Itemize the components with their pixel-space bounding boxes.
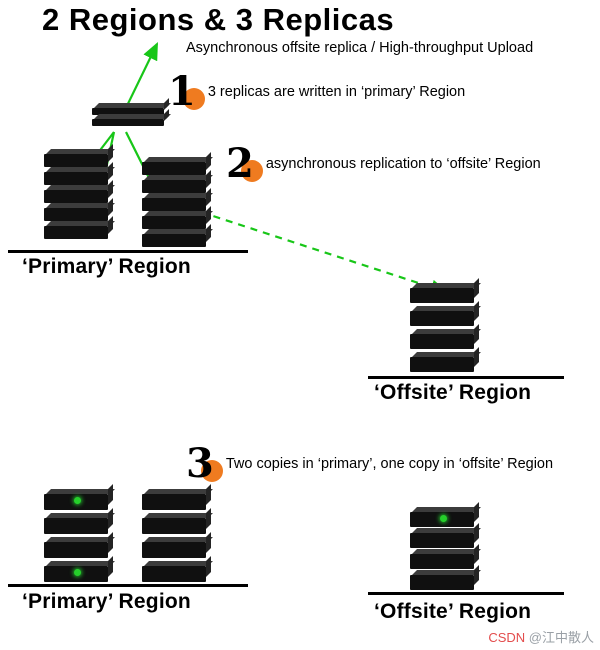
server-stack-primary-a-bottom xyxy=(44,494,108,582)
offsite-region-baseline xyxy=(368,376,564,379)
server-stack-primary-a xyxy=(44,154,108,239)
step-3-text: Two copies in ‘primary’, one copy in ‘of… xyxy=(225,456,554,472)
server-slab xyxy=(410,357,474,372)
page-title: 2 Regions & 3 Replicas xyxy=(42,2,395,37)
step-1-number-badge: 1 xyxy=(168,68,205,115)
server-slab xyxy=(142,234,206,247)
server-slab xyxy=(44,494,108,510)
server-slab xyxy=(142,494,206,510)
step-2-text: asynchronous replication to ‘offsite’ Re… xyxy=(265,156,541,172)
step-3: 3 Two copies in ‘primary’, one copy in ‘… xyxy=(186,444,553,484)
server-slab xyxy=(410,512,474,527)
watermark-handle: @江中散人 xyxy=(528,630,594,645)
server-slab xyxy=(410,554,474,569)
server-slab xyxy=(410,311,474,326)
server-stack-primary-b-bottom xyxy=(142,494,206,582)
server-slab xyxy=(44,566,108,582)
green-led-icon xyxy=(74,497,81,504)
server-slab xyxy=(142,566,206,582)
watermark: CSDN @江中散人 xyxy=(488,627,594,646)
step-1-text: 3 replicas are written in ‘primary’ Regi… xyxy=(207,84,466,100)
server-stack-offsite-bottom xyxy=(410,512,474,590)
server-stack-primary-b xyxy=(142,162,206,247)
server-slab xyxy=(44,542,108,558)
server-slab xyxy=(142,198,206,211)
server-slab xyxy=(44,208,108,221)
server-slab xyxy=(142,162,206,175)
server-slab xyxy=(410,288,474,303)
offsite-region-label-bottom: ‘Offsite’ Region xyxy=(374,600,532,623)
primary-region-baseline-bottom xyxy=(8,584,248,587)
server-slab xyxy=(142,542,206,558)
device-slab xyxy=(92,119,164,126)
server-slab xyxy=(44,190,108,203)
primary-region-label-bottom: ‘Primary’ Region xyxy=(22,590,191,613)
green-led-icon xyxy=(440,515,447,522)
green-led-icon xyxy=(74,569,81,576)
server-slab xyxy=(142,518,206,534)
server-slab xyxy=(142,180,206,193)
primary-region-label: ‘Primary’ Region xyxy=(22,255,191,278)
step-1: 1 3 replicas are written in ‘primary’ Re… xyxy=(168,72,465,112)
server-stack-offsite xyxy=(410,288,474,372)
step-3-number-badge: 3 xyxy=(186,440,223,487)
server-slab xyxy=(410,533,474,548)
offsite-region-label: ‘Offsite’ Region xyxy=(374,381,532,404)
server-slab xyxy=(410,575,474,590)
offsite-region-baseline-bottom xyxy=(368,592,564,595)
server-slab xyxy=(44,518,108,534)
subtitle: Asynchronous offsite replica / High-thro… xyxy=(186,40,534,56)
server-slab xyxy=(142,216,206,229)
step-2: 2 asynchronous replication to ‘offsite’ … xyxy=(226,144,541,184)
watermark-brand: CSDN xyxy=(488,630,526,645)
server-slab xyxy=(410,334,474,349)
server-slab xyxy=(44,172,108,185)
server-slab xyxy=(44,226,108,239)
primary-region-baseline xyxy=(8,250,248,253)
step-2-number-badge: 2 xyxy=(226,140,263,187)
upload-device-icon xyxy=(92,108,164,126)
server-slab xyxy=(44,154,108,167)
device-slab xyxy=(92,108,164,115)
